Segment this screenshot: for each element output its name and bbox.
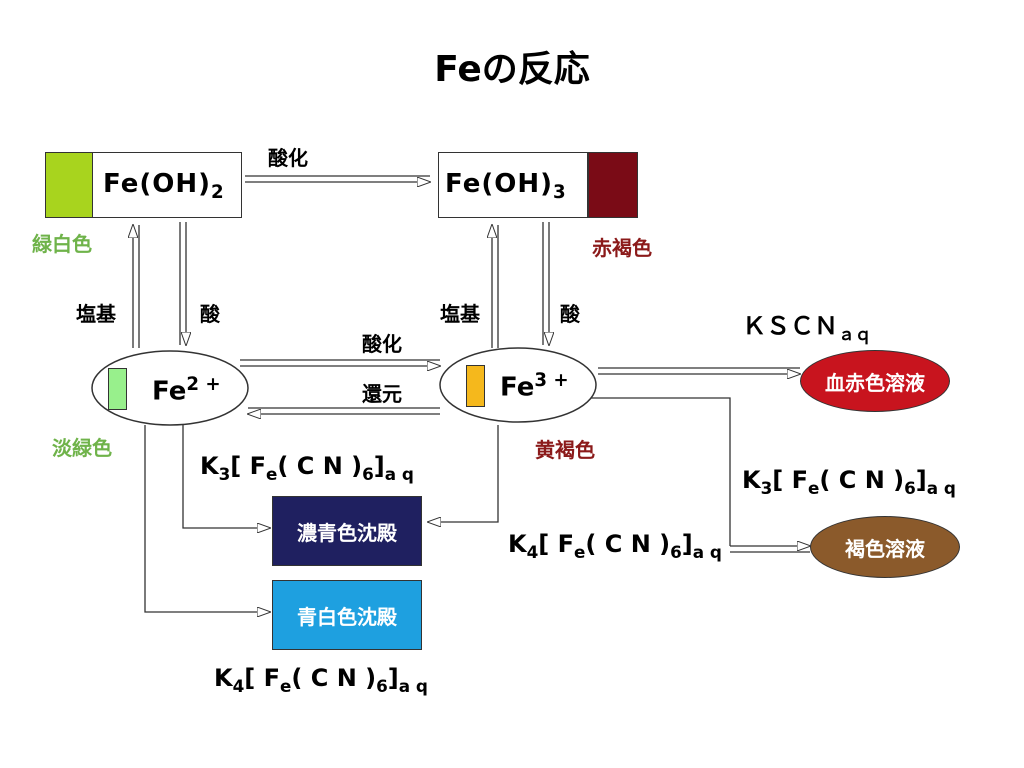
k4-bottom-k-sub: 4 <box>232 675 245 696</box>
brown-solution-label: 褐色溶液 <box>845 536 925 561</box>
k3-left-k: K <box>200 452 219 480</box>
blue-white-precipitate: 青白色沈殿 <box>272 580 422 650</box>
feoh2-formula: Fe(OH)2 <box>103 169 225 203</box>
k4-bottom-close: ] <box>387 664 399 692</box>
fe2-swatch <box>108 368 127 410</box>
k3-left-k-sub: 3 <box>218 463 231 484</box>
k4-mid-n-sub: 6 <box>670 541 682 562</box>
fe2-charge: 2 + <box>186 374 221 395</box>
feoh3-formula-sub: 3 <box>552 182 567 204</box>
k4-mid-aq: a q <box>692 541 722 562</box>
k3-left-paren: ( C N ) <box>277 452 363 480</box>
k3-left-path <box>182 425 270 528</box>
k3-right-aq: a q <box>926 477 956 498</box>
fe3-color-label: 黄褐色 <box>535 438 595 462</box>
fe2-ellipse <box>91 350 249 426</box>
k3-right-paren: ( C N ) <box>819 466 905 494</box>
deep-blue-precipitate: 濃青色沈殿 <box>272 496 422 566</box>
k3-left-e-sub: e <box>266 463 278 484</box>
feoh3-box: Fe(OH)3 <box>438 152 588 218</box>
feoh2-color-label: 緑白色 <box>32 232 92 256</box>
k4-mid-mid: [ F <box>538 530 575 558</box>
k3-right-path <box>590 397 731 546</box>
fe2-color-label: 淡緑色 <box>52 436 112 460</box>
k4-bottom-reagent: K4[ Fe( C N )6]a q <box>214 664 428 696</box>
blue-white-precipitate-label: 青白色沈殿 <box>297 604 397 629</box>
k3-left-close: ] <box>373 452 385 480</box>
k4-mid-k-sub: 4 <box>526 541 539 562</box>
k4-mid-path <box>428 425 499 522</box>
base-left-label: 塩基 <box>76 302 116 326</box>
kscn-reagent: ＫＳＣＮａｑ <box>742 306 872 345</box>
deep-blue-precipitate-label: 濃青色沈殿 <box>297 520 397 545</box>
k4-mid-paren: ( C N ) <box>585 530 671 558</box>
acid-left-label: 酸 <box>200 302 220 326</box>
k4-bottom-mid: [ F <box>244 664 281 692</box>
kscn-main: ＫＳＣＮ <box>742 312 838 340</box>
k3-right-k-sub: 3 <box>760 477 773 498</box>
fe2-formula: Fe2 + <box>152 374 221 407</box>
diagram-title: Feの反応 <box>434 49 590 90</box>
oxidation-top-label: 酸化 <box>268 146 308 170</box>
base-right-label: 塩基 <box>440 302 480 326</box>
brown-solution: 褐色溶液 <box>810 516 960 578</box>
oxidation-mid-label: 酸化 <box>362 332 402 356</box>
fe3-formula: Fe3 + <box>500 370 569 403</box>
k4-bottom-aq: a q <box>398 675 428 696</box>
k3-right-mid: [ F <box>772 466 809 494</box>
feoh3-color-label: 赤褐色 <box>592 236 652 260</box>
blood-red-solution-label: 血赤色溶液 <box>825 370 925 395</box>
k3-right-n-sub: 6 <box>904 477 916 498</box>
fe3-symbol: Fe <box>500 372 535 403</box>
k3-right-reagent: K3[ Fe( C N )6]a q <box>742 466 956 498</box>
k3-left-mid: [ F <box>230 452 267 480</box>
k4-bottom-k: K <box>214 664 233 692</box>
blood-red-solution: 血赤色溶液 <box>800 350 950 412</box>
k4-bottom-n-sub: 6 <box>376 675 388 696</box>
fe3-charge: 3 + <box>534 370 569 391</box>
k4-mid-e-sub: e <box>574 541 586 562</box>
k4-mid-reagent: K4[ Fe( C N )6]a q <box>508 530 722 562</box>
reduction-label: 還元 <box>362 382 402 406</box>
feoh2-box: Fe(OH)2 <box>92 152 242 218</box>
k3-left-reagent: K3[ Fe( C N )6]a q <box>200 452 414 484</box>
k4-bottom-path <box>144 425 270 612</box>
feoh3-swatch <box>588 152 638 218</box>
k3-right-e-sub: e <box>808 477 820 498</box>
fe3-swatch <box>466 365 485 407</box>
k3-left-aq: a q <box>384 463 414 484</box>
feoh3-formula-main: Fe(OH) <box>445 169 553 199</box>
k3-left-n-sub: 6 <box>362 463 374 484</box>
feoh3-formula: Fe(OH)3 <box>445 169 567 203</box>
acid-right-label: 酸 <box>560 302 580 326</box>
k3-right-close: ] <box>915 466 927 494</box>
fe2-symbol: Fe <box>152 376 187 407</box>
feoh2-formula-sub: 2 <box>210 182 225 204</box>
k4-mid-k: K <box>508 530 527 558</box>
k3-right-k: K <box>742 466 761 494</box>
feoh2-swatch <box>45 152 93 218</box>
k4-bottom-paren: ( C N ) <box>291 664 377 692</box>
feoh2-formula-main: Fe(OH) <box>103 169 211 199</box>
kscn-sub: ａｑ <box>838 323 872 344</box>
k4-mid-close: ] <box>681 530 693 558</box>
k4-bottom-e-sub: e <box>280 675 292 696</box>
